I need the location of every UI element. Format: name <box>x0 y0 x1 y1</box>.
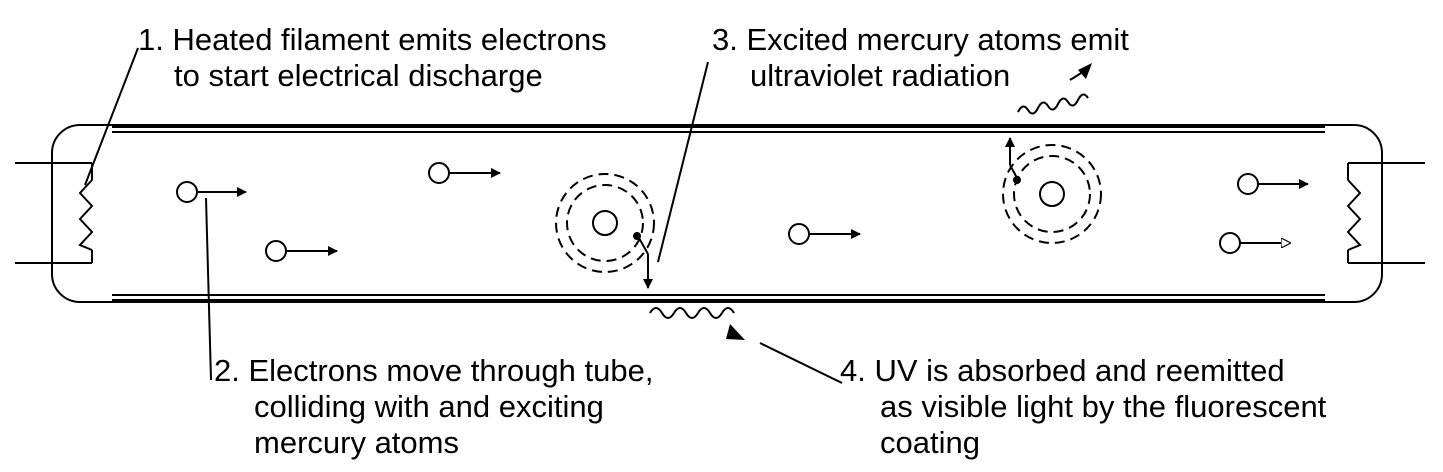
step4-label: 4. UV is absorbed and reemitted as visib… <box>840 353 1326 461</box>
step1-line2: to start electrical discharge <box>174 58 543 93</box>
leader-line-step2 <box>205 197 212 381</box>
step1-line1: Heated filament emits electrons <box>172 22 607 57</box>
leader-line-step1 <box>84 47 139 186</box>
electron-unfilled-arrow <box>1219 232 1290 254</box>
step4-line3: coating <box>880 425 980 460</box>
step4-number: 4. <box>840 353 866 388</box>
step3-number: 3. <box>712 22 738 57</box>
step4-line1: UV is absorbed and reemitted <box>874 353 1285 388</box>
step2-line2: colliding with and exciting <box>254 389 604 424</box>
left-filament <box>15 162 94 264</box>
step2-line1: Electrons move through tube, <box>248 353 654 388</box>
leader-line-step3 <box>657 61 709 263</box>
step4-line2: as visible light by the fluorescent <box>880 389 1327 424</box>
fluorescent-coating-bottom <box>112 294 1325 301</box>
uv-radiation-wave <box>649 307 735 319</box>
fluorescent-coating-top <box>112 126 1325 133</box>
tube-outline <box>51 124 1383 303</box>
step1-label: 1. Heated filament emits electrons to st… <box>138 22 607 94</box>
mercury-atom <box>555 173 655 289</box>
step2-number: 2. <box>214 353 240 388</box>
electron <box>788 223 861 245</box>
right-filament <box>1346 162 1425 264</box>
leader-line-step4 <box>759 342 843 384</box>
electron <box>176 181 247 203</box>
step3-line1: Excited mercury atoms emit <box>746 22 1129 57</box>
electron <box>428 162 501 184</box>
uv-radiation-wave <box>1017 93 1089 115</box>
mercury-atom <box>1002 137 1102 244</box>
electron <box>1237 173 1309 195</box>
electron <box>265 240 338 262</box>
step2-label: 2. Electrons move through tube, collidin… <box>214 353 653 461</box>
uv-arrow-tail <box>1069 69 1087 81</box>
step3-label: 3. Excited mercury atoms emit ultraviole… <box>712 22 1129 94</box>
step1-number: 1. <box>138 22 164 57</box>
step2-line3: mercury atoms <box>254 425 459 460</box>
leader-lines <box>84 47 843 384</box>
step3-line2: ultraviolet radiation <box>750 58 1011 93</box>
uv-arrowhead <box>726 324 745 340</box>
